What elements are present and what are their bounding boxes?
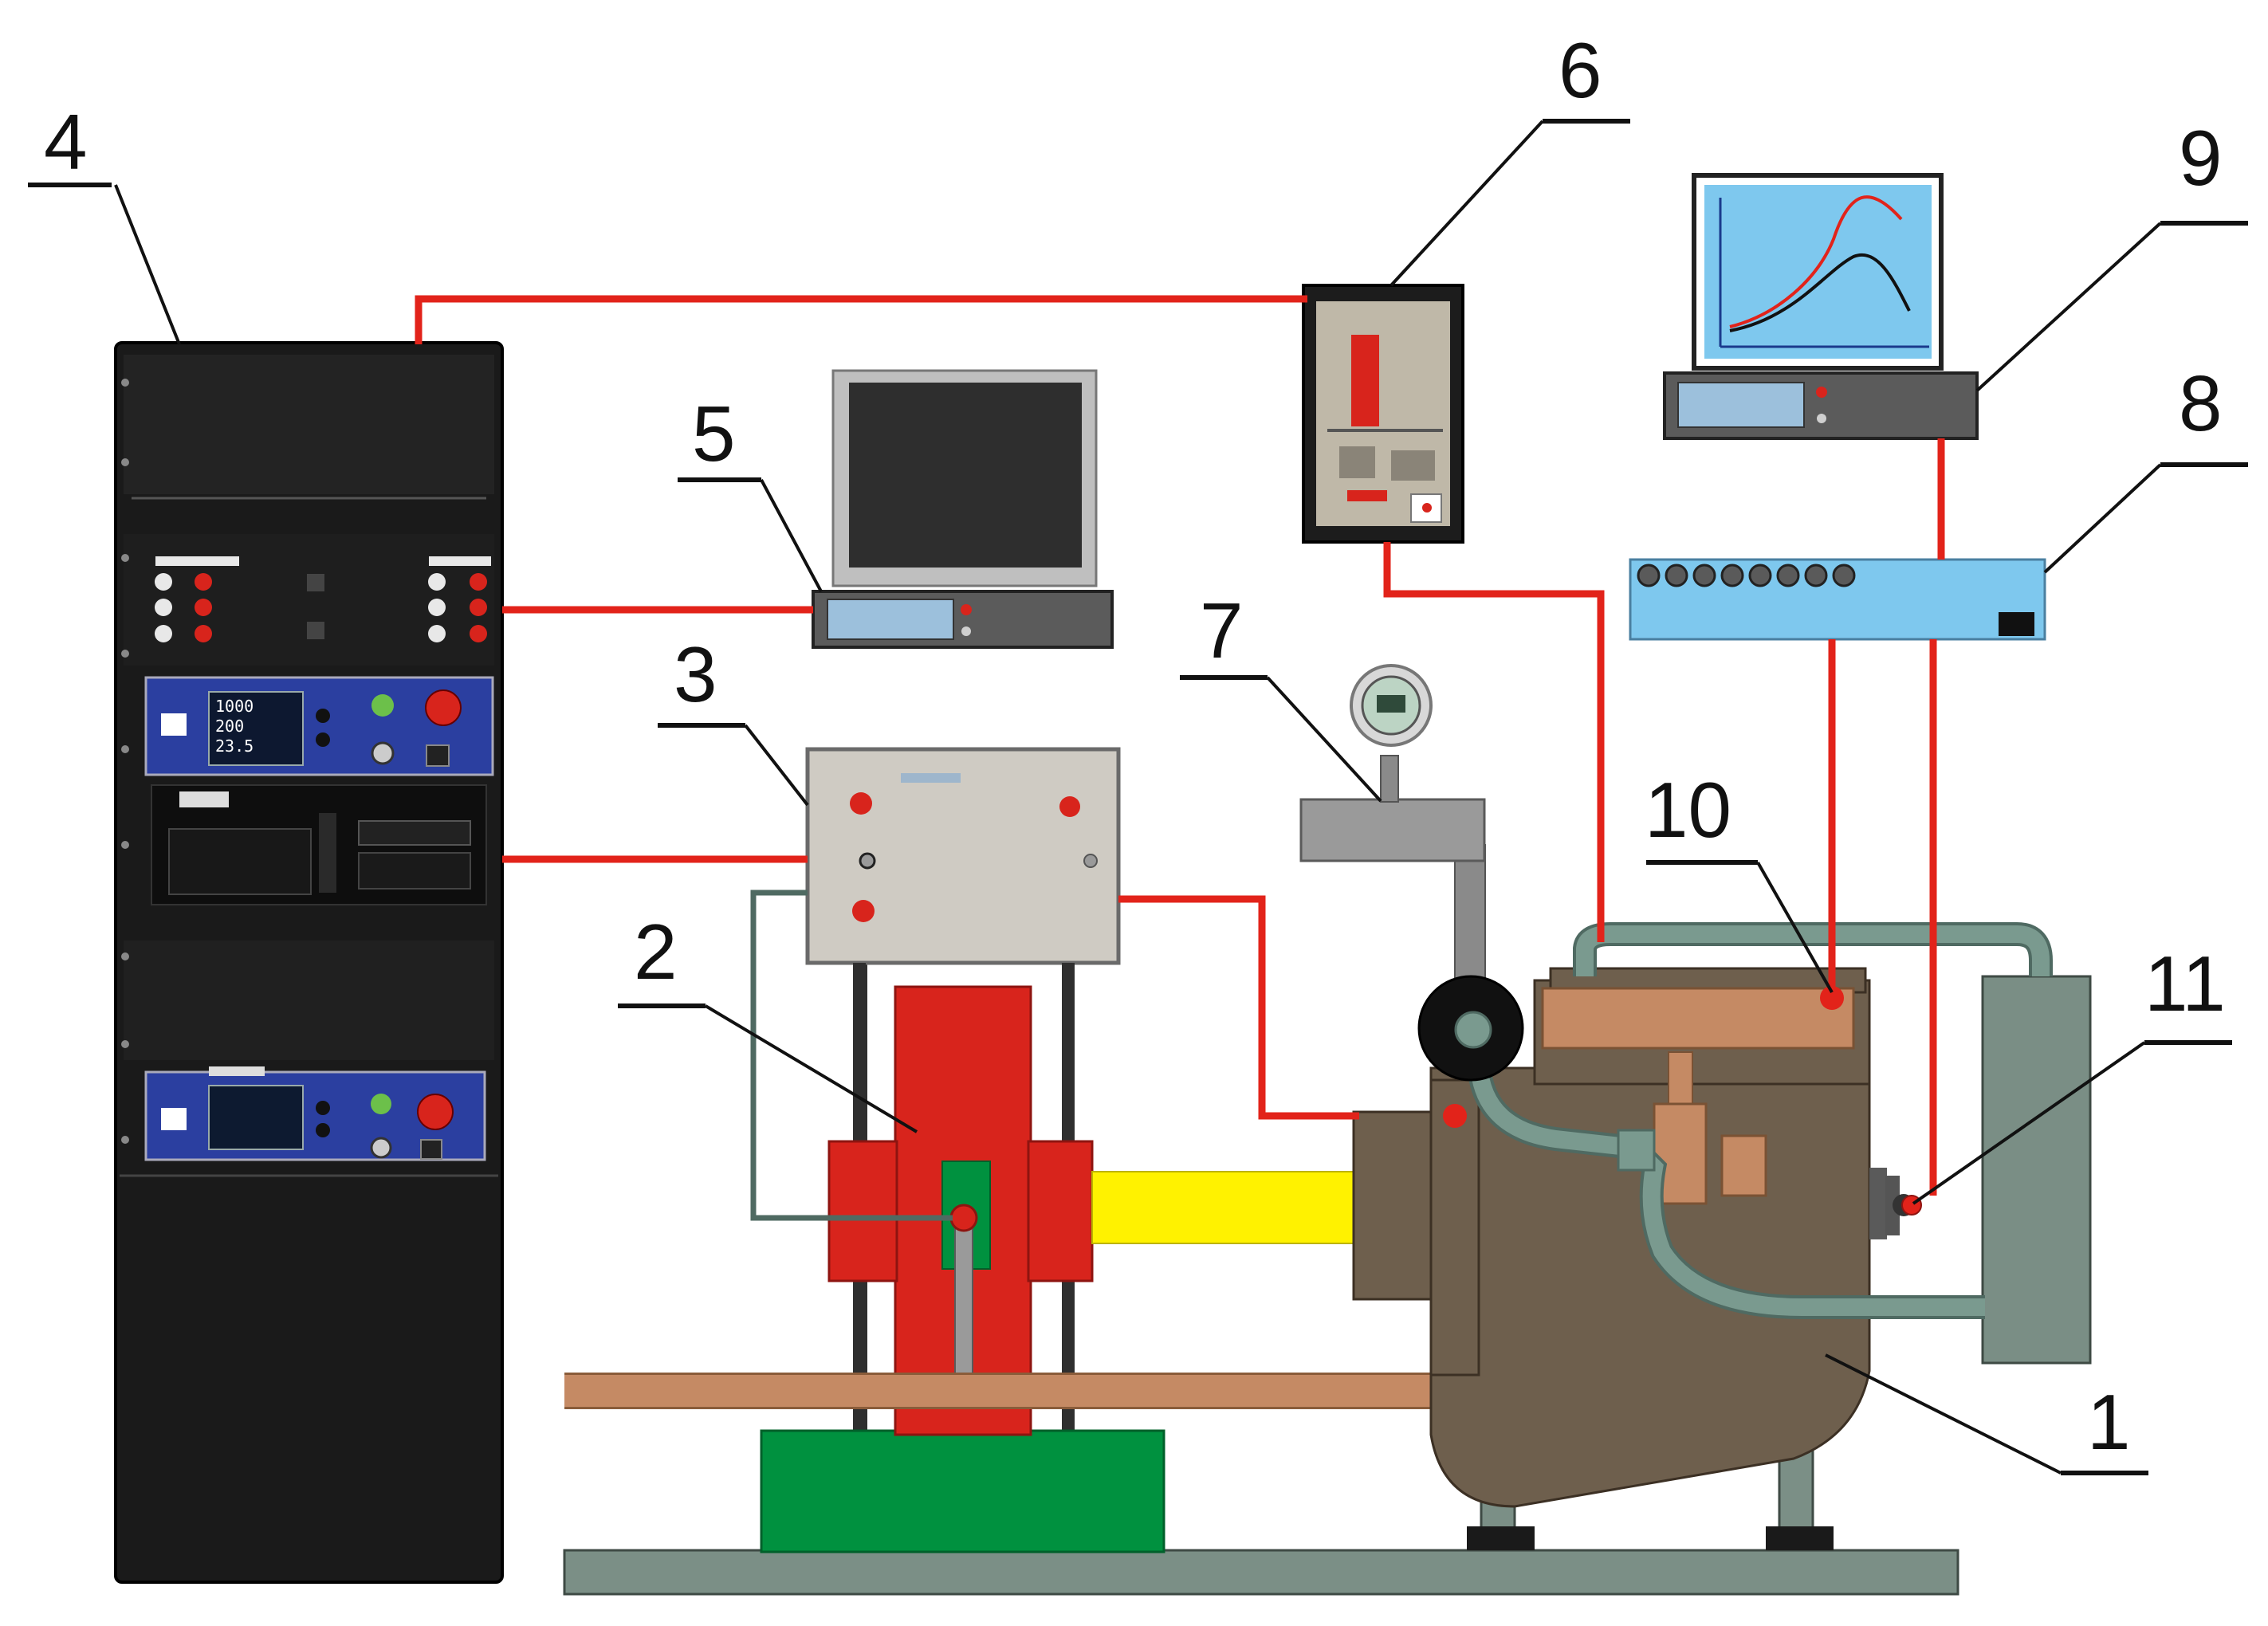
sensor-icon [1885, 1176, 1922, 1235]
hydraulic-line [750, 890, 953, 1221]
mount-pad [1766, 1526, 1834, 1550]
measurement-cabinet [1302, 284, 1464, 544]
rack-display-line3: 23.5 [215, 736, 254, 756]
label-10: 10 [1645, 766, 1731, 854]
label-9: 9 [2179, 114, 2223, 202]
drive-shaft [1091, 1171, 1360, 1244]
label-8: 8 [2179, 359, 2223, 447]
signal-amplifier [1629, 558, 2046, 641]
hose-coupling [1617, 1129, 1656, 1172]
coolant-hose-fill [1576, 925, 2050, 976]
gauge-icon [1299, 664, 1486, 997]
engine [1352, 967, 1887, 1508]
radiator [1981, 975, 2092, 1365]
dynamometer [760, 985, 1165, 1553]
label-5: 5 [692, 390, 736, 477]
label-11: 11 [2144, 940, 2226, 1027]
computer-icon [812, 369, 1114, 649]
label-2: 2 [634, 908, 678, 996]
flow-meter-hub [1454, 1011, 1492, 1049]
label-7: 7 [1200, 587, 1244, 674]
monitor-icon [1663, 173, 1979, 440]
control-rack: 1000 200 23.5 [114, 341, 504, 1584]
label-4: 4 [44, 98, 88, 186]
label-3: 3 [674, 630, 717, 718]
rack-display-line1: 1000 [215, 697, 254, 716]
label-6: 6 [1559, 26, 1602, 114]
wire-cabinet-to-engine [1383, 542, 1605, 942]
base-plate [563, 1549, 1959, 1596]
rack-display-line2: 200 [215, 717, 244, 736]
coolant-hose-fill [1470, 1024, 1985, 1316]
label-1: 1 [2087, 1378, 2131, 1466]
wire-rack-to-cabinet [415, 295, 1307, 344]
wire-controller-to-engine [1118, 895, 1359, 1120]
mount-pad [1467, 1526, 1535, 1550]
